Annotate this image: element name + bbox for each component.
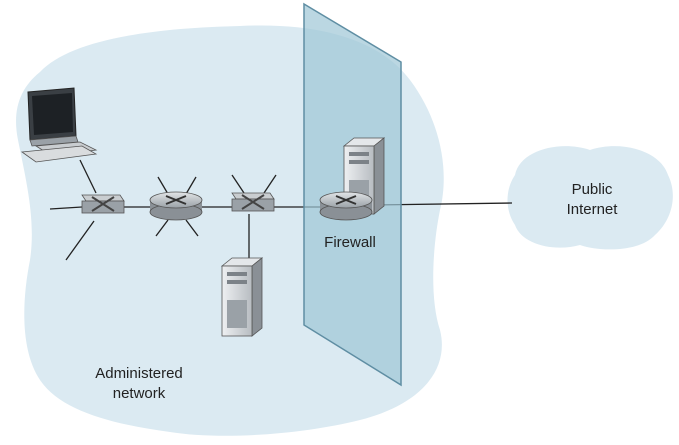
router-icon <box>149 191 203 221</box>
link-computer-switch1 <box>79 159 97 194</box>
link-stub-8 <box>263 174 277 194</box>
administered-network-label-line1: Administered <box>95 365 183 382</box>
administered-network-label: Administered network <box>64 364 214 404</box>
administered-network-label-line2: network <box>112 385 166 402</box>
link-stub-1 <box>49 206 83 210</box>
public-internet-label-line1: Public <box>571 181 613 198</box>
link-stub-6 <box>185 219 199 237</box>
switch-icon <box>81 194 125 214</box>
link-stub-3 <box>157 176 169 195</box>
link-stub-2 <box>65 220 95 261</box>
desktop-computer-icon <box>20 87 98 163</box>
public-internet-label: Public Internet <box>537 180 647 220</box>
server-icon <box>220 257 264 337</box>
public-internet-label-line2: Internet <box>566 201 618 218</box>
firewall-label: Firewall <box>324 234 376 251</box>
switch-icon <box>231 192 275 212</box>
router-icon <box>319 191 373 221</box>
link-stub-7 <box>231 174 245 194</box>
public-internet-cloud <box>507 146 673 250</box>
link-stub-4 <box>185 176 197 195</box>
link-stub-5 <box>155 219 169 237</box>
